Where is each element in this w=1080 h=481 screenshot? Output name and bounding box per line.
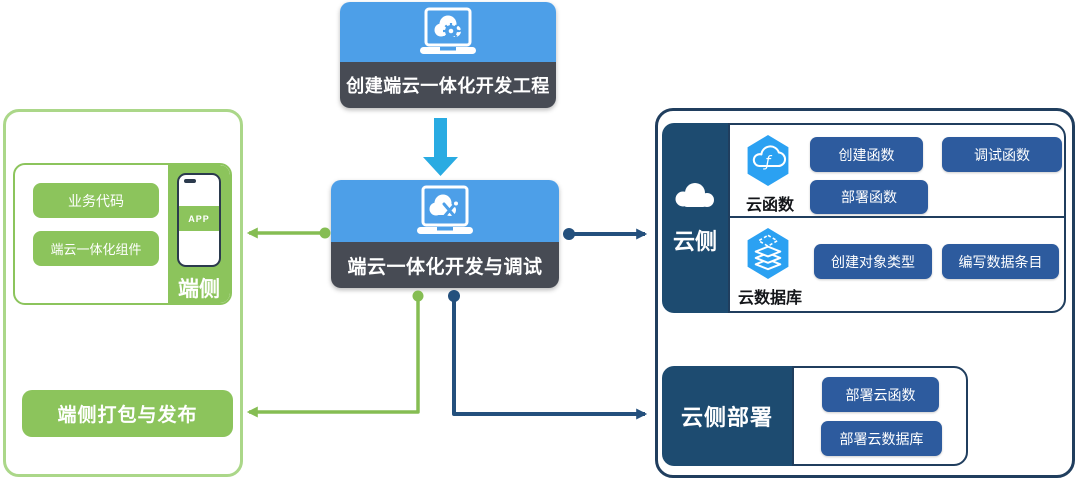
- cloud-side-title: 云侧: [672, 229, 717, 254]
- cloud-icon: [675, 183, 714, 207]
- laptop-cloud-gear-icon: [340, 2, 556, 62]
- smartphone-icon: APP: [177, 173, 221, 267]
- btn-write-data-entry: 编写数据条目: [942, 244, 1059, 279]
- cloud-function-label: 云函数: [745, 197, 794, 214]
- btn-deploy-cloud-function: 部署云函数: [822, 377, 939, 412]
- btn-create-object-type: 创建对象类型: [814, 244, 932, 279]
- node-develop-debug: 端云一体化开发与调试: [331, 180, 559, 288]
- svg-text:ƒ: ƒ: [762, 153, 772, 170]
- btn-deploy-cloud-database: 部署云数据库: [821, 421, 942, 456]
- btn-create-function: 创建函数: [810, 137, 923, 172]
- cloud-function-hexagon-icon: ƒ: [744, 134, 792, 187]
- cloud-database-hexagon-icon: [744, 227, 792, 280]
- connector-to-deploy: [452, 296, 648, 420]
- cloud-database-row: 云数据库 创建对象类型 编写数据条目: [730, 218, 1064, 311]
- btn-debug-function: 调试函数: [942, 137, 1062, 172]
- cloud-content-area: ƒ 云函数 创建函数 调试函数 部署函数 云数据库 创建对象类型 编写数据条目: [728, 123, 1066, 313]
- down-block-arrow-icon: [423, 118, 458, 176]
- cloud-function-row: ƒ 云函数 创建函数 调试函数 部署函数: [730, 125, 1064, 218]
- chip-business-code: 业务代码: [33, 183, 159, 218]
- cloud-deploy-content: 部署云函数 部署云数据库: [792, 366, 968, 466]
- laptop-cloud-tools-icon: [331, 180, 559, 242]
- chip-integrated-component: 端云一体化组件: [33, 231, 159, 266]
- phone-camera-icon: [184, 179, 196, 183]
- connector-to-publish: [246, 296, 420, 418]
- device-package-publish-node: 端侧打包与发布: [22, 390, 233, 437]
- device-side-group: 业务代码 端云一体化组件 APP 端侧: [13, 163, 232, 305]
- cloud-database-label: 云数据库: [737, 290, 802, 307]
- phone-app-badge: APP: [179, 206, 219, 231]
- device-side-strip: APP 端侧: [168, 165, 230, 303]
- node-develop-debug-label: 端云一体化开发与调试: [331, 242, 559, 288]
- device-side-title: 端侧: [178, 278, 220, 301]
- cloud-side-strip: 云侧: [662, 123, 728, 313]
- node-create-project-label: 创建端云一体化开发工程: [340, 62, 556, 108]
- device-code-area: 业务代码 端云一体化组件: [15, 165, 168, 303]
- cloud-deploy-title: 云侧部署: [662, 366, 792, 466]
- node-create-project: 创建端云一体化开发工程: [340, 2, 556, 108]
- btn-deploy-function: 部署函数: [810, 180, 928, 214]
